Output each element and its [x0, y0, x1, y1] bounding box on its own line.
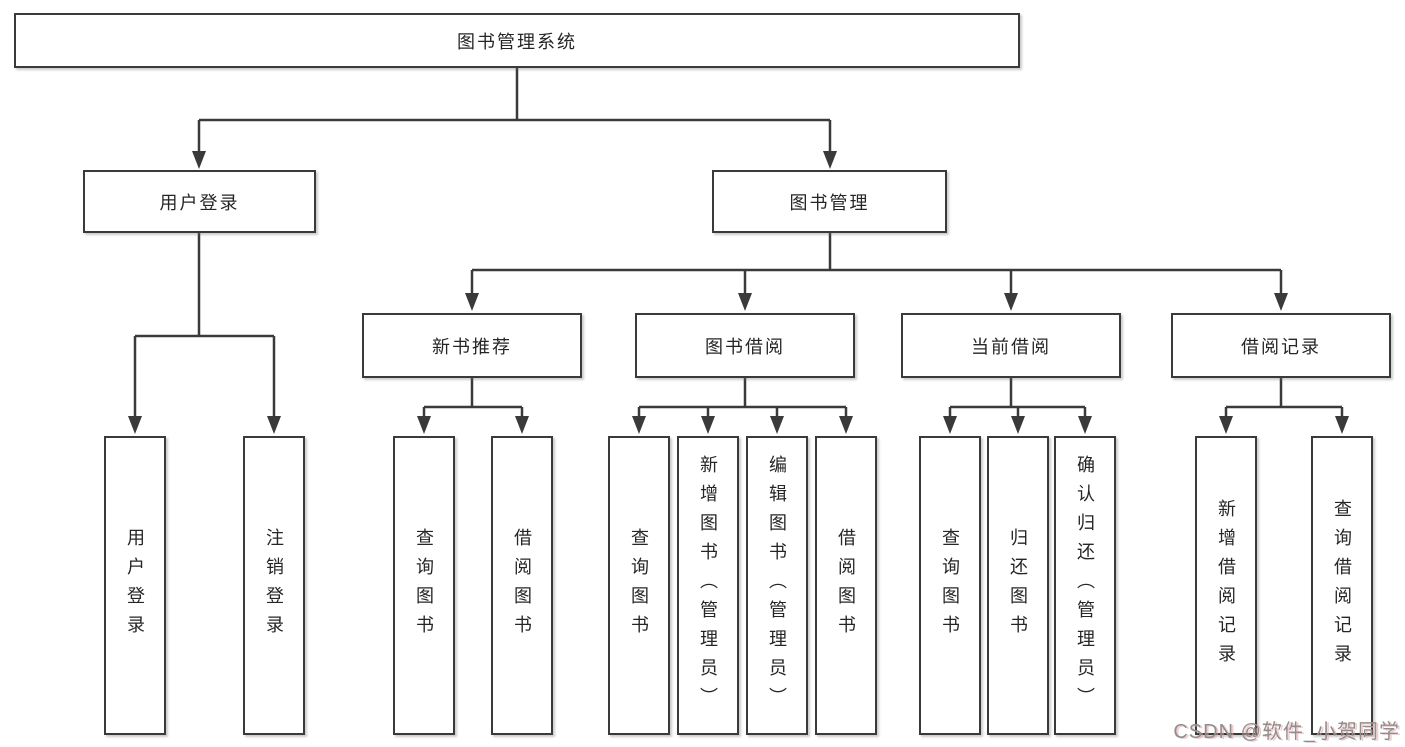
arrow-down-icon — [839, 416, 853, 434]
connector-line — [1224, 378, 1344, 418]
arrow-down-icon — [770, 416, 784, 434]
arrow-down-icon — [632, 416, 646, 434]
leaf-query-borrow-record: 查询借阅记录 — [1311, 436, 1373, 735]
node-label: 用户登录 — [125, 527, 145, 644]
node-label: 图书管理 — [789, 192, 870, 213]
node-borrowing-records: 借阅记录 — [1171, 313, 1391, 378]
csdn-watermark: CSDN @软件_小贺同学 — [1173, 721, 1400, 743]
connector-borrowing-records-to-leaves — [1219, 378, 1349, 434]
node-new-book-recommendation: 新书推荐 — [362, 313, 582, 378]
connector-book-management-to-level3 — [465, 233, 1288, 311]
leaf-user-login: 用户登录 — [104, 436, 166, 735]
node-label: 图书管理系统 — [457, 31, 577, 52]
arrow-down-icon — [823, 151, 837, 169]
arrow-down-icon — [943, 416, 957, 434]
leaf-query-books-borrowing: 查询图书 — [608, 436, 670, 735]
node-label: 查询图书 — [940, 527, 960, 644]
arrow-down-icon — [1274, 293, 1288, 311]
node-label: 注销登录 — [264, 527, 284, 644]
node-library-management-system: 图书管理系统 — [14, 13, 1020, 68]
node-label: 查询图书 — [414, 527, 434, 644]
node-label: 借阅图书 — [512, 527, 532, 644]
leaf-return-books: 归还图书 — [987, 436, 1049, 735]
connector-user-login-to-leaves — [128, 233, 281, 434]
node-label: 查询图书 — [629, 527, 649, 644]
node-label: 借阅图书 — [836, 527, 856, 644]
connector-line — [948, 378, 1087, 418]
arrow-down-icon — [1335, 416, 1349, 434]
arrow-down-icon — [128, 416, 142, 434]
arrow-down-icon — [417, 416, 431, 434]
node-label: 确认归还（管理员） — [1075, 455, 1095, 716]
connector-line — [422, 378, 524, 418]
node-label: 当前借阅 — [971, 336, 1051, 357]
leaf-logout-login: 注销登录 — [243, 436, 305, 735]
arrow-down-icon — [1011, 416, 1025, 434]
connector-current-borrowing-to-leaves — [943, 378, 1092, 434]
arrow-down-icon — [701, 416, 715, 434]
arrow-down-icon — [1078, 416, 1092, 434]
connector-line — [197, 68, 832, 154]
node-label: 新书推荐 — [432, 336, 512, 357]
node-current-borrowing: 当前借阅 — [901, 313, 1121, 378]
arrow-down-icon — [1219, 416, 1233, 434]
connector-line — [470, 233, 1283, 296]
leaf-borrow-books: 借阅图书 — [815, 436, 877, 735]
arrow-down-icon — [738, 293, 752, 311]
leaf-query-books-recommend: 查询图书 — [393, 436, 455, 735]
node-label: 借阅记录 — [1241, 336, 1321, 357]
node-label: 图书借阅 — [705, 336, 785, 357]
arrow-down-icon — [267, 416, 281, 434]
arrow-down-icon — [515, 416, 529, 434]
arrow-down-icon — [1004, 293, 1018, 311]
connector-line — [637, 378, 848, 418]
arrow-down-icon — [465, 293, 479, 311]
node-book-management: 图书管理 — [712, 170, 947, 233]
connector-root-to-level2 — [192, 68, 837, 169]
connector-line — [133, 233, 276, 418]
leaf-confirm-return-admin: 确认归还（管理员） — [1054, 436, 1116, 735]
node-label: 查询借阅记录 — [1332, 498, 1352, 673]
leaf-add-borrow-record: 新增借阅记录 — [1195, 436, 1257, 735]
connector-book-borrowing-to-leaves — [632, 378, 853, 434]
node-user-login: 用户登录 — [83, 170, 316, 233]
leaf-add-book-admin: 新增图书（管理员） — [677, 436, 739, 735]
node-label: 新增借阅记录 — [1216, 498, 1236, 673]
node-label: 新增图书（管理员） — [698, 455, 718, 716]
node-label: 归还图书 — [1008, 527, 1028, 644]
leaf-edit-book-admin: 编辑图书（管理员） — [746, 436, 808, 735]
node-book-borrowing: 图书借阅 — [635, 313, 855, 378]
leaf-query-books-current: 查询图书 — [919, 436, 981, 735]
connector-new-book-recommendation-to-leaves — [417, 378, 529, 434]
leaf-borrow-books-recommend: 借阅图书 — [491, 436, 553, 735]
arrow-down-icon — [192, 151, 206, 169]
node-label: 编辑图书（管理员） — [767, 455, 787, 716]
node-label: 用户登录 — [159, 192, 240, 213]
